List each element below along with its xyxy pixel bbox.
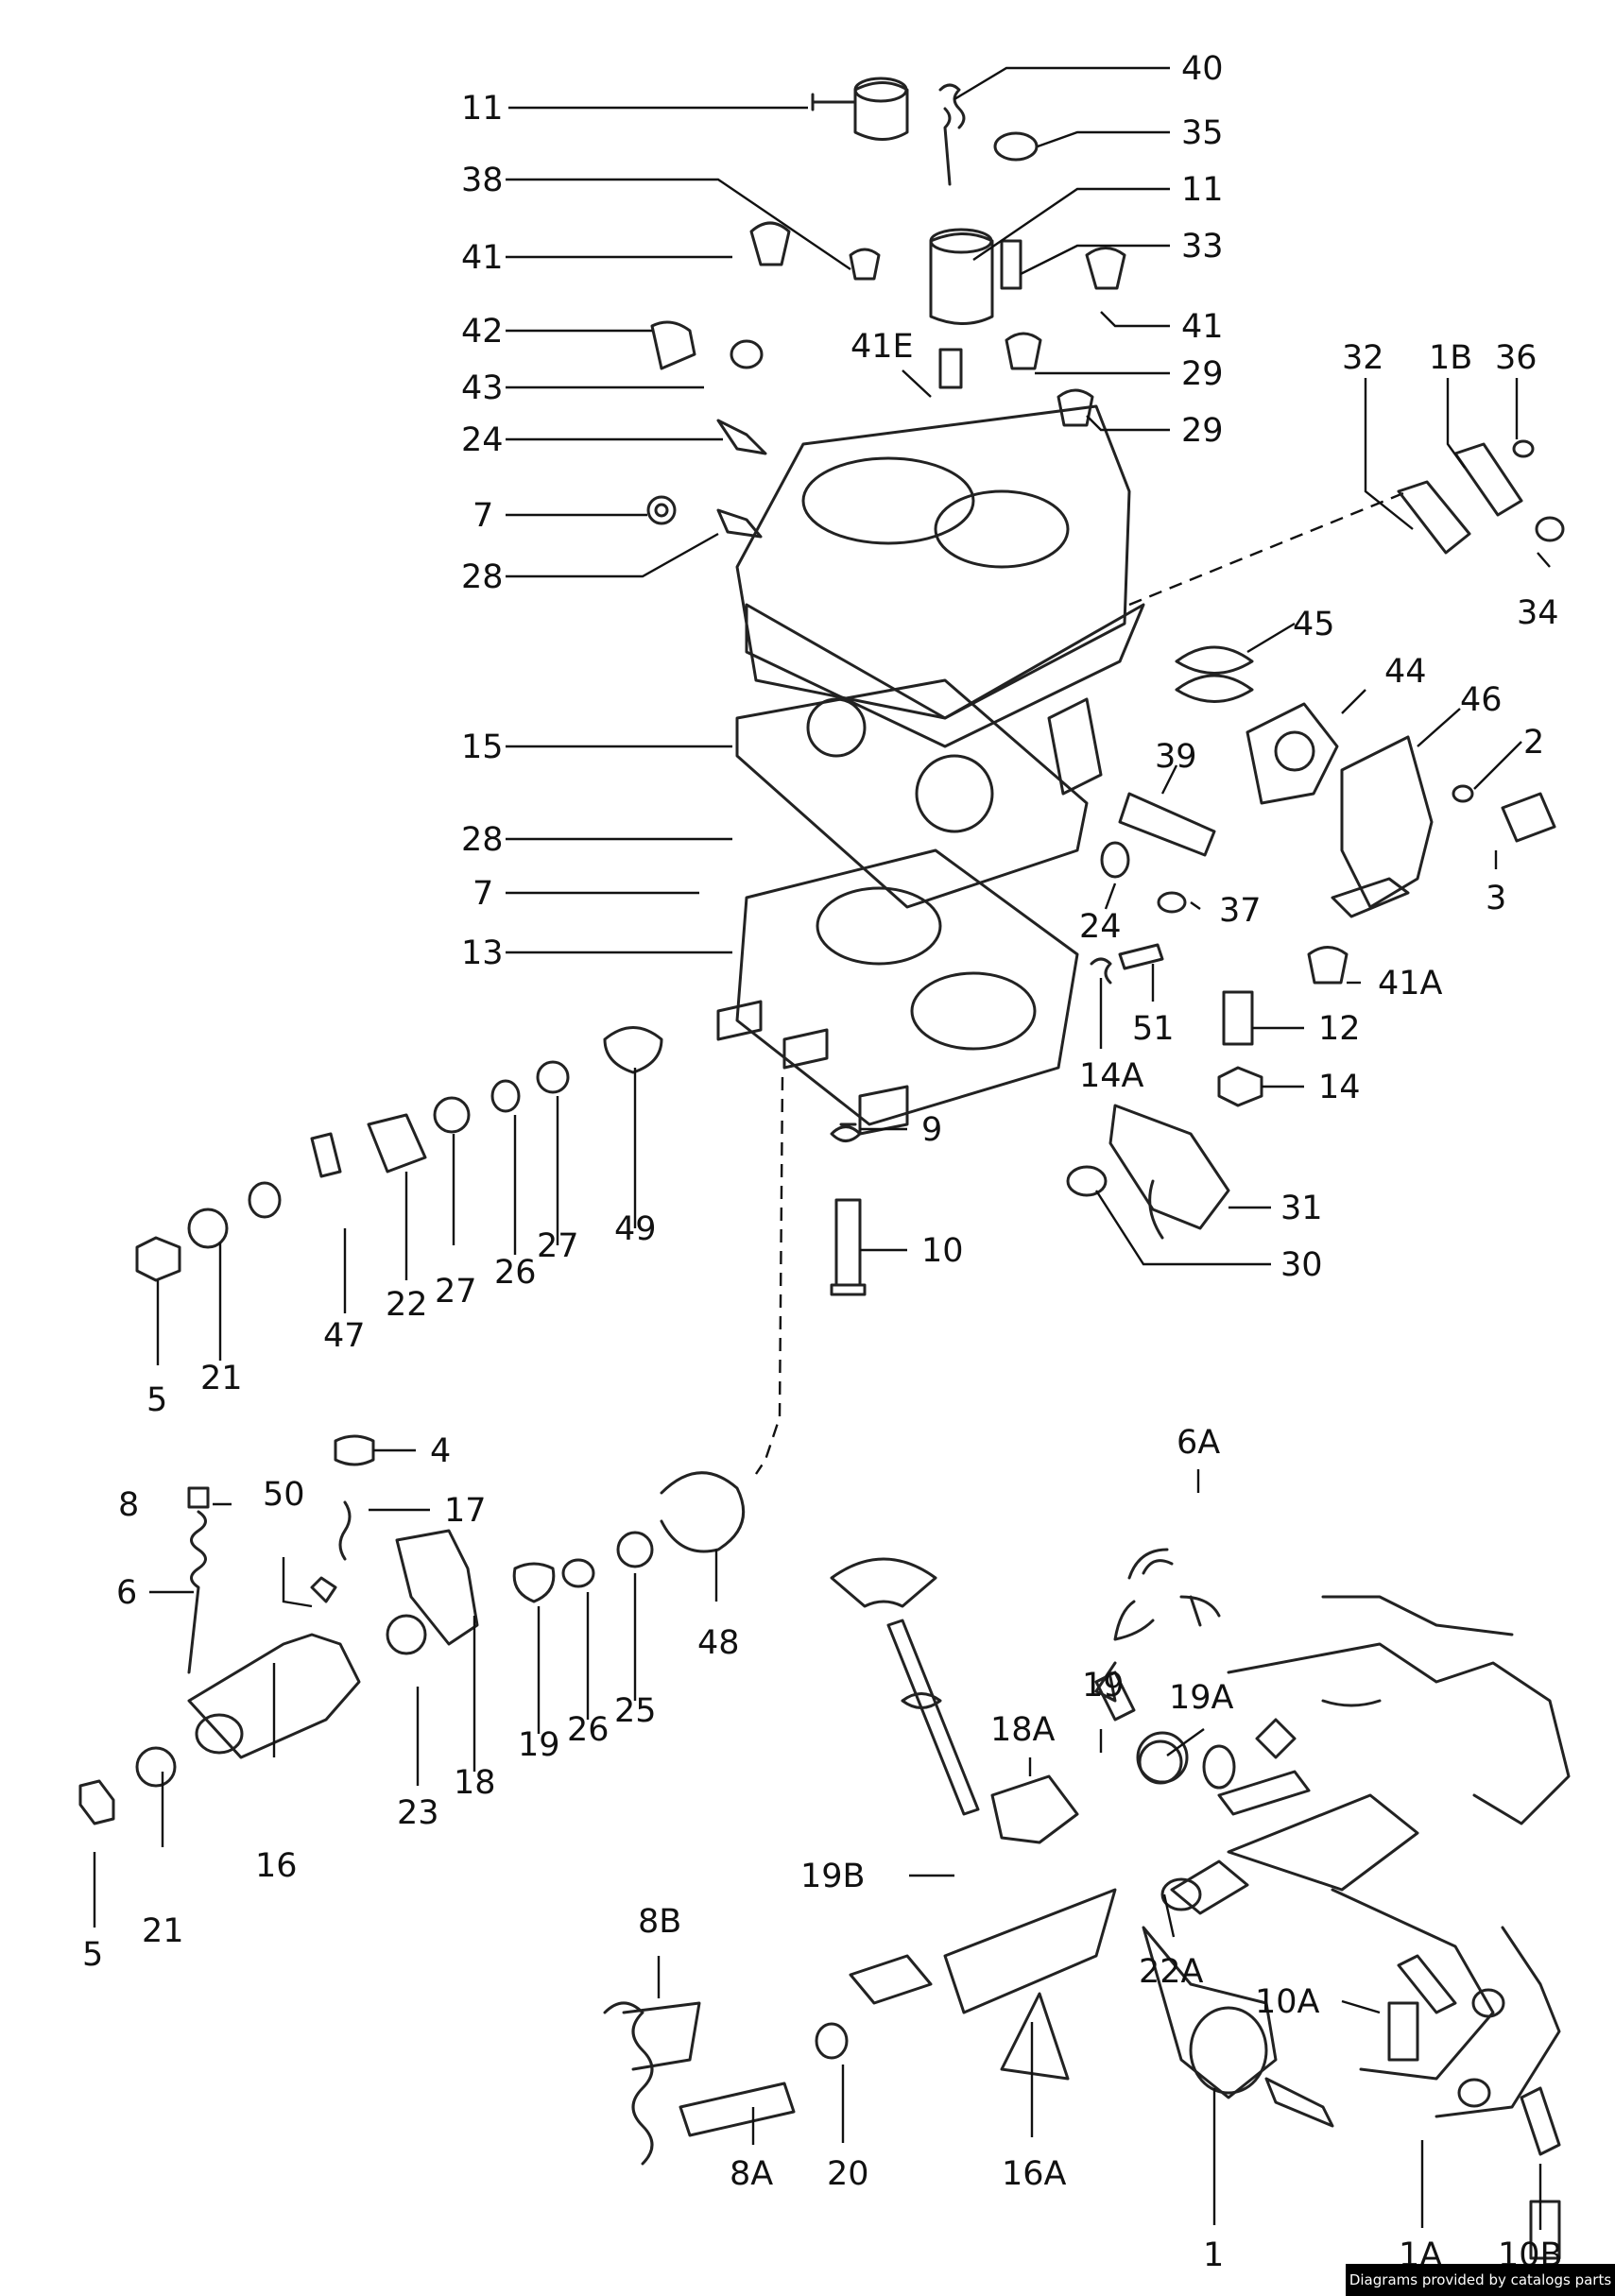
- callout-label: 14: [1318, 1069, 1361, 1106]
- callout-label: 45: [1293, 606, 1335, 643]
- callout-label: 18: [454, 1764, 496, 1802]
- callout-labels: 11 40 35 38 11 41 33 41 42 43 41E 29 29 …: [82, 50, 1563, 2274]
- callout-label: 47: [323, 1317, 366, 1355]
- callout-label: 19B: [800, 1858, 866, 1895]
- callout-label: 21: [200, 1360, 243, 1397]
- callout-label: 17: [444, 1492, 487, 1530]
- callout-label: 38: [461, 162, 504, 199]
- callout-label: 26: [494, 1254, 537, 1292]
- callout-label: 1B: [1429, 339, 1472, 377]
- callout-label: 39: [1155, 738, 1197, 776]
- callout-label: 22A: [1139, 1953, 1204, 1991]
- leader-lines: [93, 66, 1551, 2230]
- callout-label: 34: [1517, 594, 1559, 632]
- callout-label: 30: [1280, 1246, 1323, 1284]
- callout-label: 11: [461, 90, 504, 128]
- callout-label: 8B: [638, 1903, 681, 1941]
- callout-label: 5: [82, 1936, 103, 1974]
- callout-label: 6A: [1177, 1424, 1220, 1462]
- callout-label: 35: [1181, 114, 1224, 152]
- callout-label: 43: [461, 369, 504, 407]
- callout-label: 6: [116, 1574, 137, 1612]
- callout-label: 7: [472, 497, 493, 535]
- callout-label: 15: [461, 728, 504, 766]
- callout-label: 24: [461, 421, 504, 459]
- callout-label: 25: [614, 1692, 657, 1730]
- callout-label: 40: [1181, 50, 1224, 88]
- callout-label: 44: [1384, 653, 1427, 691]
- callout-label: 20: [827, 2155, 869, 2193]
- callout-label: 29: [1181, 412, 1224, 450]
- callout-label: 10A: [1255, 1983, 1320, 2021]
- callout-label: 8: [118, 1486, 139, 1524]
- callout-label: 16A: [1002, 2155, 1067, 2193]
- callout-label: 22: [386, 1286, 428, 1324]
- callout-label: 27: [435, 1273, 477, 1311]
- callout-label: 32: [1342, 339, 1384, 377]
- callout-label: 8A: [730, 2155, 773, 2193]
- callout-label: 46: [1460, 681, 1503, 719]
- callout-label: 18A: [990, 1711, 1056, 1749]
- callout-label: 37: [1219, 892, 1262, 930]
- callout-label: 12: [1318, 1010, 1361, 1048]
- diagram-credit: Diagrams provided by catalogs parts: [1346, 2264, 1615, 2296]
- callout-label: 2: [1523, 724, 1544, 762]
- callout-label: 31: [1280, 1190, 1323, 1227]
- callout-label: 49: [614, 1210, 657, 1248]
- callout-label: 5: [146, 1381, 167, 1419]
- callout-label: 29: [1181, 355, 1224, 393]
- part-drawings: [78, 77, 1571, 2260]
- callout-label: 42: [461, 313, 504, 351]
- callout-label: 1: [1203, 2236, 1224, 2274]
- callout-label: 10: [921, 1232, 964, 1270]
- callout-label: 41: [1181, 308, 1224, 346]
- callout-label: 19: [518, 1726, 560, 1764]
- callout-label: 19A: [1169, 1679, 1234, 1717]
- callout-label: 23: [397, 1794, 439, 1832]
- callout-label: 11: [1181, 171, 1224, 209]
- callout-label: 16: [255, 1847, 298, 1885]
- callout-label: 7: [472, 875, 493, 913]
- callout-label: 51: [1132, 1010, 1175, 1048]
- callout-label: 41: [461, 239, 504, 277]
- callout-label: 21: [142, 1912, 184, 1950]
- callout-label: 41E: [850, 328, 914, 366]
- callout-label: 14A: [1079, 1057, 1144, 1095]
- callout-label: 48: [697, 1624, 740, 1662]
- callout-label: 28: [461, 558, 504, 596]
- callout-label: 9: [921, 1111, 942, 1149]
- callout-label: 24: [1079, 908, 1122, 946]
- callout-label: 50: [263, 1476, 305, 1514]
- callout-label: 41A: [1378, 965, 1443, 1002]
- callout-label: 26: [567, 1711, 610, 1749]
- callout-label: 13: [461, 934, 504, 972]
- callout-label: 33: [1181, 228, 1224, 266]
- callout-label: 28: [461, 821, 504, 859]
- callout-label: 19: [1082, 1667, 1125, 1705]
- callout-label: 36: [1495, 339, 1538, 377]
- callout-label: 3: [1486, 880, 1506, 917]
- callout-label: 4: [430, 1432, 451, 1470]
- callout-label: 27: [537, 1227, 579, 1265]
